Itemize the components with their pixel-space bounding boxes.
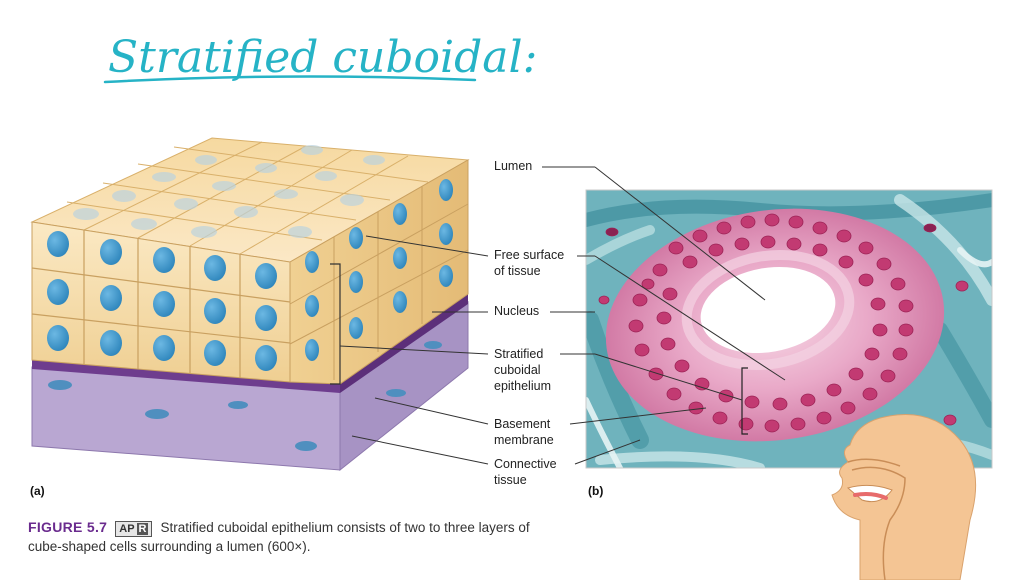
title-underline [103, 75, 477, 84]
label-basement-membrane: Basement membrane [494, 416, 554, 448]
lumen-rim [681, 249, 855, 371]
caption-line2: cube-shaped cells surrounding a lumen (6… [28, 539, 311, 554]
top-nuclei [73, 145, 385, 238]
connective-fibers [586, 193, 992, 468]
label-basement-line2: membrane [494, 433, 554, 447]
apr-badge-right: R [136, 523, 149, 535]
micrograph-nuclei [598, 213, 969, 433]
label-connective-line2: tissue [494, 473, 527, 487]
connective-cell-nucleus [48, 380, 72, 390]
title-svg: Stratified cuboidal: [103, 32, 537, 84]
label-connective-line1: Connective [494, 457, 557, 471]
label-free-surface-line1: Free surface [494, 248, 565, 262]
epithelium-bracket-b [741, 367, 748, 435]
connective-cell-nucleus [424, 341, 442, 349]
micrograph-frame [585, 189, 993, 469]
basement-membrane-side [340, 294, 468, 393]
label-stratified-cuboidal: Stratified cuboidal epithelium [494, 346, 551, 394]
label-stratified-line1: Stratified [494, 347, 544, 361]
connective-cell-nucleus [386, 389, 406, 397]
label-free-surface-line2: of tissue [494, 264, 541, 278]
basement-membrane-front [32, 360, 340, 393]
panel-a-tag: (a) [30, 484, 45, 498]
handwritten-title: Stratified cuboidal: [108, 32, 537, 83]
label-stratified-line2: cuboidal [494, 363, 541, 377]
label-nucleus: Nucleus [494, 304, 540, 318]
front-nuclei [47, 231, 277, 371]
apr-badge-left: AP [119, 523, 135, 535]
epithelial-ring [605, 208, 945, 442]
connective-cell-nucleus [228, 401, 248, 409]
epithelium-bracket-a [330, 263, 341, 385]
label-stratified-line3: epithelium [494, 379, 551, 393]
label-free-surface: Free surface of tissue [494, 247, 564, 279]
micrograph [586, 190, 992, 468]
lumen-space [700, 266, 836, 354]
panel-b-tag: (b) [588, 484, 604, 498]
figure-number: FIGURE 5.7 [28, 519, 108, 535]
connective-cell-nucleus [145, 409, 169, 419]
connective-cell-nucleus [295, 441, 317, 451]
front-cell-lines [31, 230, 291, 378]
label-connective-tissue: Connective tissue [494, 456, 557, 488]
head-silhouette-icon [831, 414, 977, 580]
caption-line1: Stratified cuboidal epithelium consists … [160, 520, 530, 535]
top-cell-grid [66, 141, 429, 255]
block-diagram [30, 137, 470, 472]
label-lumen: Lumen [494, 159, 533, 173]
label-basement-line1: Basement [494, 417, 551, 431]
